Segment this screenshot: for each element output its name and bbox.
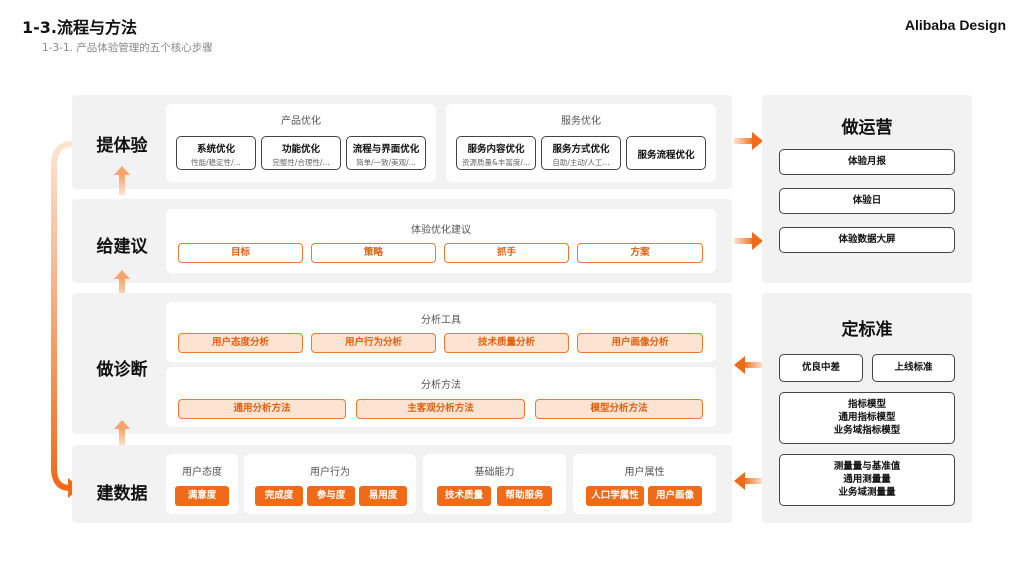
model-line: 通用指标模型 bbox=[838, 412, 896, 423]
tag-attitude-analysis: 用户态度分析 bbox=[178, 333, 303, 353]
row-label-diagnose: 做诊断 bbox=[96, 360, 148, 380]
item-data-dashboard: 体验数据大屏 bbox=[779, 227, 955, 253]
panel-title-operations: 做运营 bbox=[841, 118, 893, 138]
arrow-up-icon bbox=[114, 166, 130, 175]
card-desc: 自助/主动/人工... bbox=[552, 158, 610, 167]
tag-general-method: 通用分析方法 bbox=[178, 399, 346, 419]
tag-strategy: 策略 bbox=[311, 243, 436, 263]
group-title: 用户行为 bbox=[310, 467, 350, 478]
tag-tech-quality: 技术质量 bbox=[437, 486, 491, 506]
measure-line: 通用测量量 bbox=[843, 474, 891, 485]
item-launch-standard: 上线标准 bbox=[872, 354, 955, 382]
tag-plan: 方案 bbox=[577, 243, 703, 263]
arrow-right-icon bbox=[734, 232, 763, 250]
card-service-flow: 服务流程优化 bbox=[626, 136, 706, 170]
tag-persona-analysis: 用户画像分析 bbox=[577, 333, 703, 353]
tag-subjective-objective-method: 主客观分析方法 bbox=[356, 399, 525, 419]
tag-user-persona: 用户画像 bbox=[648, 486, 702, 506]
arrow-stem bbox=[119, 279, 125, 299]
tag-behavior-analysis: 用户行为分析 bbox=[311, 333, 436, 353]
item-experience-day: 体验日 bbox=[779, 188, 955, 214]
card-desc: 性能/稳定性/... bbox=[191, 158, 241, 167]
card-title: 流程与界面优化 bbox=[352, 144, 420, 155]
card-title: 服务流程优化 bbox=[637, 150, 695, 161]
group-title: 产品优化 bbox=[281, 116, 321, 127]
group-title: 分析工具 bbox=[421, 315, 461, 326]
tag-lever: 抓手 bbox=[444, 243, 569, 263]
card-title: 服务内容优化 bbox=[467, 144, 525, 155]
arrow-stem bbox=[119, 175, 125, 195]
card-system-optimization: 系统优化 性能/稳定性/... bbox=[176, 136, 256, 170]
card-service-mode: 服务方式优化 自助/主动/人工... bbox=[541, 136, 621, 170]
group-title: 用户属性 bbox=[624, 467, 665, 478]
card-service-content: 服务内容优化 资源质量&丰富度/... bbox=[456, 136, 536, 170]
card-desc: 完整性/合理性/... bbox=[272, 158, 330, 167]
model-line: 业务域指标模型 bbox=[833, 425, 901, 436]
tag-tech-quality-analysis: 技术质量分析 bbox=[444, 333, 569, 353]
tag-usability: 易用度 bbox=[359, 486, 407, 506]
group-title: 服务优化 bbox=[561, 116, 601, 127]
measure-line: 测量量与基准值 bbox=[833, 461, 901, 472]
tag-goal: 目标 bbox=[178, 243, 303, 263]
card-desc: 简单/一致/美观/... bbox=[356, 158, 416, 167]
tag-satisfaction: 满意度 bbox=[175, 486, 229, 506]
row-label-propose: 提体验 bbox=[96, 136, 148, 156]
group-title: 分析方法 bbox=[421, 380, 461, 391]
item-monthly-report: 体验月报 bbox=[779, 149, 955, 175]
arrow-up-icon bbox=[114, 420, 130, 429]
group-optimization-suggestions bbox=[166, 209, 716, 273]
item-indicator-model: 指标模型 通用指标模型 业务域指标模型 bbox=[779, 392, 955, 444]
group-title: 用户态度 bbox=[182, 467, 222, 478]
card-flow-ui-optimization: 流程与界面优化 简单/一致/美观/... bbox=[346, 136, 426, 170]
card-title: 功能优化 bbox=[281, 144, 320, 155]
page-title: 1-3.流程与方法 bbox=[22, 18, 137, 37]
card-desc: 资源质量&丰富度/... bbox=[461, 158, 531, 167]
arrow-up-icon bbox=[114, 270, 130, 279]
group-title: 基础能力 bbox=[474, 467, 515, 478]
item-grading: 优良中差 bbox=[779, 354, 863, 382]
tag-participation: 参与度 bbox=[307, 486, 355, 506]
tag-completion: 完成度 bbox=[255, 486, 303, 506]
card-function-optimization: 功能优化 完整性/合理性/... bbox=[261, 136, 341, 170]
panel-title-standards: 定标准 bbox=[841, 320, 893, 340]
page-subtitle: 1-3-1. 产品体验管理的五个核心步骤 bbox=[42, 42, 213, 54]
tag-model-method: 模型分析方法 bbox=[535, 399, 703, 419]
tag-demographics: 人口学属性 bbox=[586, 486, 644, 506]
card-title: 系统优化 bbox=[196, 144, 235, 155]
group-title: 体验优化建议 bbox=[411, 225, 471, 236]
card-title: 服务方式优化 bbox=[552, 144, 610, 155]
brand-logo: Alibaba Design bbox=[904, 17, 1006, 33]
arrow-left-icon bbox=[734, 472, 763, 490]
row-label-suggest: 给建议 bbox=[96, 237, 148, 257]
measure-line: 业务域测量量 bbox=[838, 487, 896, 498]
item-measurement: 测量量与基准值 通用测量量 业务域测量量 bbox=[779, 454, 955, 506]
row-label-build-data: 建数据 bbox=[96, 484, 148, 504]
arrow-stem bbox=[119, 429, 125, 447]
tag-help-service: 帮助服务 bbox=[497, 486, 552, 506]
arrow-right-icon bbox=[734, 132, 763, 150]
arrow-left-icon bbox=[734, 356, 763, 374]
model-line: 指标模型 bbox=[847, 399, 886, 410]
